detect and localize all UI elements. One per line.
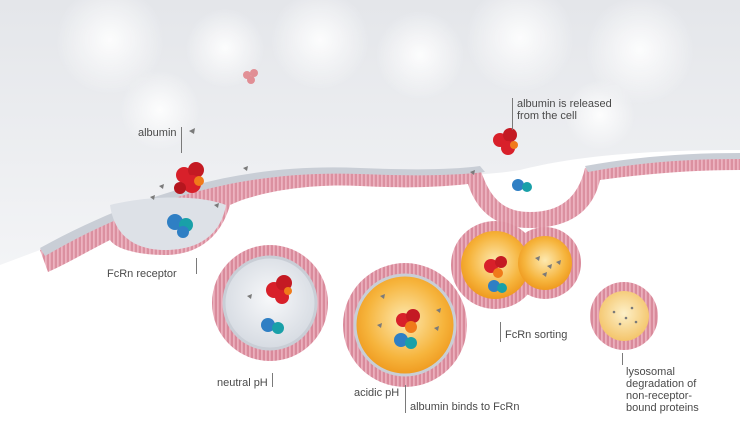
release-leader: [512, 98, 513, 130]
sorting-leader: [500, 322, 501, 342]
free-proteins-outside: [150, 128, 475, 208]
fcrn-leader: [196, 258, 197, 274]
label-neutral-ph: neutral pH: [217, 377, 268, 389]
label-acidic-ph: acidic pH: [354, 387, 400, 399]
background-bokeh: [55, 0, 695, 150]
lyso-leader: [622, 353, 623, 365]
neutral-leader: [272, 373, 273, 387]
acidic-leader: [405, 385, 406, 413]
albumin-leader: [181, 127, 182, 153]
vesicle-acidic: [343, 263, 467, 387]
release-albumin: [493, 128, 518, 155]
label-lyso-4: bound proteins: [626, 402, 699, 414]
label-sorting: FcRn sorting: [505, 329, 568, 341]
label-binds: albumin binds to FcRn: [410, 401, 520, 413]
albumin-molecule-extracellular: [174, 162, 204, 194]
blurred-albumin-bg: [243, 69, 258, 84]
label-released-1: albumin is released: [517, 98, 612, 110]
release-fcrn: [512, 179, 532, 192]
label-lyso-3: non-receptor-: [626, 390, 693, 402]
label-albumin: albumin: [138, 127, 177, 139]
label-released-2: from the cell: [517, 110, 577, 122]
vesicle-neutral: [212, 245, 328, 361]
lysosome: [590, 282, 658, 350]
vesicle-sorting: [451, 221, 581, 309]
label-fcrn-receptor: FcRn receptor: [107, 268, 177, 280]
label-lyso-2: degradation of: [626, 378, 697, 390]
label-lyso-1: lysosomal: [626, 366, 675, 378]
fcrn-receptor-membrane: [167, 214, 193, 238]
